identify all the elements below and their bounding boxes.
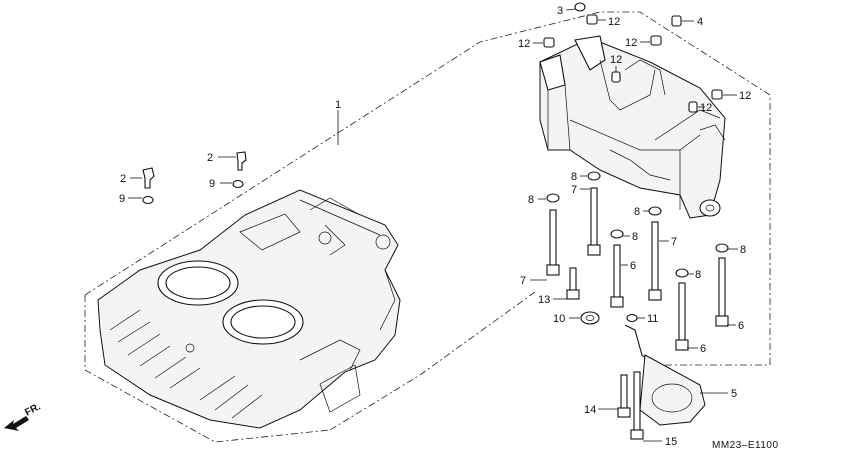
label-6-c: 6 [700,343,706,355]
fittings [142,151,247,205]
label-8-c: 8 [634,206,640,218]
label-9-right: 9 [209,178,215,190]
label-15: 15 [665,436,677,448]
label-6-b: 6 [738,320,744,332]
label-8-e: 8 [740,244,746,256]
label-8-d: 8 [632,231,638,243]
dowel-pins [543,2,723,113]
label-12-b: 12 [518,38,530,50]
label-8-f: 8 [695,269,701,281]
label-14: 14 [584,404,596,416]
label-13: 13 [538,294,550,306]
assembly-boundary [84,11,771,443]
label-7-b: 7 [671,236,677,248]
label-11: 11 [647,313,658,325]
bolts [546,171,729,351]
front-direction-label: FR. [23,401,43,418]
label-10: 10 [553,313,565,325]
label-9-left: 9 [119,193,125,205]
label-6-a: 6 [630,260,636,272]
diagram-code: MM23–E1100 [712,440,779,451]
label-12-d: 12 [610,54,622,66]
label-1: 1 [335,99,341,111]
lower-crankcase [97,189,401,429]
label-3: 3 [557,5,563,17]
label-2-right: 2 [207,152,213,164]
label-12-c: 12 [625,37,637,49]
label-4: 4 [697,16,703,28]
label-12-a: 12 [608,16,620,28]
label-8-a: 8 [571,171,577,183]
upper-crankcase [539,35,726,219]
label-12-e: 12 [739,90,751,102]
oil-strainer [617,324,706,440]
label-8-b: 8 [528,194,534,206]
front-direction-arrow: FR. [4,401,43,431]
callout-labels: 1 2 2 9 9 3 4 12 12 12 12 12 12 8 7 8 8 … [119,5,751,448]
label-2-left: 2 [120,173,126,185]
leader-lines [128,8,738,442]
label-7-a: 7 [571,184,577,196]
label-7-c: 7 [520,275,526,287]
label-5: 5 [731,388,737,400]
label-12-f: 12 [700,102,712,114]
